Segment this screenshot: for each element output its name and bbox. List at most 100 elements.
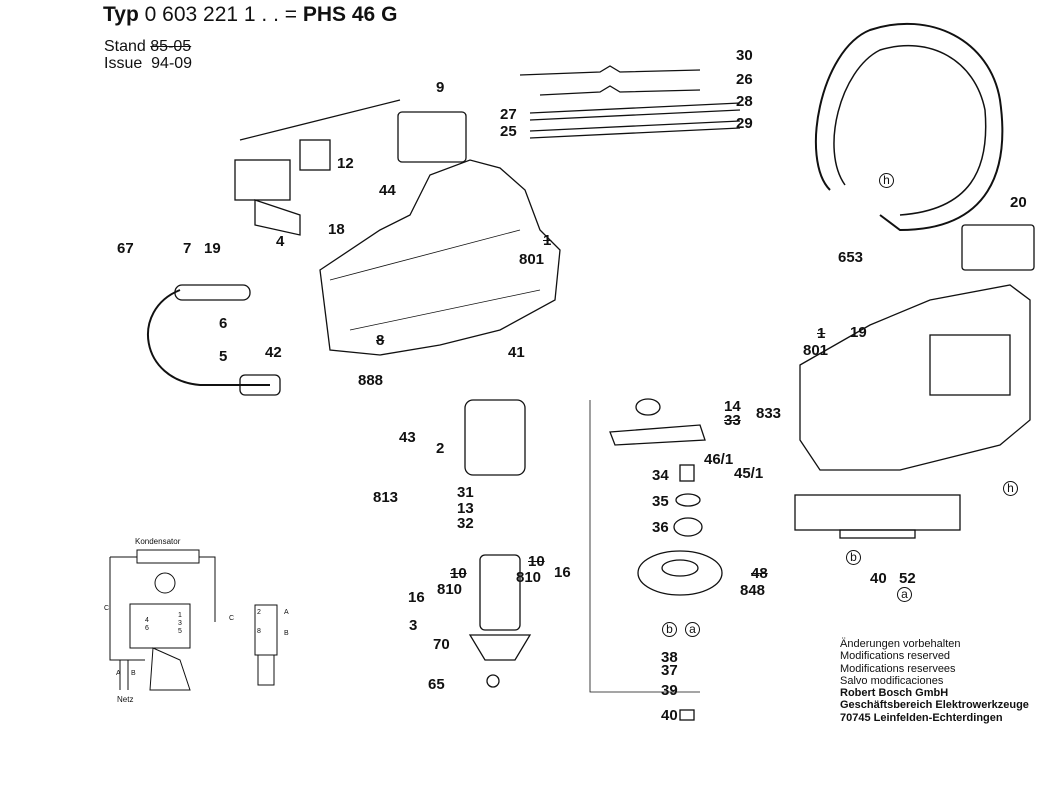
housing-left <box>319 159 561 356</box>
part-label: 46/1 <box>704 451 734 468</box>
part-label: 37 <box>661 662 678 679</box>
capacitor <box>299 139 331 171</box>
part-label: 39 <box>661 682 678 699</box>
terminal-4: 4 <box>145 617 149 624</box>
part-label: 45/1 <box>734 465 764 482</box>
note-line: Änderungen vorbehalten <box>840 638 961 650</box>
part-label: h <box>879 173 894 188</box>
terminal-2: 2 <box>257 609 261 616</box>
part-label: 38 <box>661 649 678 666</box>
terminal-3: 3 <box>178 620 182 627</box>
model-name: PHS 46 G <box>302 3 398 26</box>
part-label: 35 <box>652 493 669 510</box>
part-label: 41 <box>508 344 525 361</box>
part-label: 813 <box>373 489 399 506</box>
part-label: 14 <box>724 398 741 415</box>
part-label: 5 <box>219 348 228 365</box>
part-label: 28 <box>736 93 753 110</box>
part-label: 810 <box>516 569 542 586</box>
part-label: 13 <box>457 500 474 517</box>
part-label: 40 <box>661 707 678 724</box>
lead-b-switch: B <box>284 630 289 637</box>
part-label: 26 <box>736 71 753 88</box>
stand-value: 85-05 <box>150 38 192 55</box>
lead-a-switch: A <box>284 609 289 616</box>
part-label: 8 <box>376 332 385 349</box>
wiring-mains-label: Netz <box>117 695 134 704</box>
label-plate <box>397 111 467 163</box>
part-label: 2 <box>436 440 445 457</box>
issue-value: 94-09 <box>151 55 193 72</box>
part-label: 65 <box>428 676 445 693</box>
lead-a: A <box>116 670 121 677</box>
part-label: 16 <box>554 564 571 581</box>
part-label: 30 <box>736 47 753 64</box>
part-label: 848 <box>740 582 766 599</box>
part-label: 20 <box>1010 194 1027 211</box>
part-label: 27 <box>500 106 517 123</box>
part-label: 653 <box>838 249 864 266</box>
equals-sign: = <box>284 3 298 26</box>
terminal-5: 5 <box>178 628 182 635</box>
part-label: 43 <box>399 429 416 446</box>
part-label: 1 <box>817 325 826 342</box>
part-label: 810 <box>437 581 463 598</box>
typ-number: 0 603 221 1 . . <box>144 3 279 26</box>
part-label: b <box>662 622 677 637</box>
gear-housing-section <box>794 494 961 531</box>
field-stator <box>464 399 526 476</box>
part-label: 7 <box>183 240 192 257</box>
part-label: 44 <box>379 182 396 199</box>
part-label: 42 <box>265 344 282 361</box>
part-label: 4 <box>276 233 285 250</box>
terminal-6: 6 <box>145 625 149 632</box>
company-line: 70745 Leinfelden-Echterdingen <box>840 711 1003 724</box>
part-label: 25 <box>500 123 517 140</box>
part-label: 9 <box>436 79 445 96</box>
part-label: h <box>1003 481 1018 496</box>
part-label: 48 <box>751 565 768 582</box>
lead-c-switch: C <box>229 615 235 622</box>
part-label: 12 <box>337 155 354 172</box>
part-label: 19 <box>850 324 867 341</box>
stand-label: Stand <box>104 38 146 55</box>
lead-b: B <box>131 670 136 677</box>
wiring-diagram <box>109 549 278 691</box>
part-label: 801 <box>803 342 829 359</box>
part-label: 67 <box>117 240 134 257</box>
part-label: 70 <box>433 636 450 653</box>
terminal-1: 1 <box>178 612 182 619</box>
part-label: 31 <box>457 484 474 501</box>
part-label: 19 <box>204 240 221 257</box>
revision-info: Stand 85-05 Issue 94-09 <box>104 38 192 72</box>
part-label: b <box>846 550 861 565</box>
part-label: 3 <box>409 617 418 634</box>
terminal-8: 8 <box>257 628 261 635</box>
part-label: 29 <box>736 115 753 132</box>
part-label: 52 <box>899 570 916 587</box>
part-label: 34 <box>652 467 669 484</box>
part-label: 888 <box>358 372 384 389</box>
label-plate-20 <box>961 224 1035 271</box>
housing-right <box>799 284 1031 471</box>
part-label: 40 <box>870 570 887 587</box>
note-line: Modifications reserved <box>840 650 951 663</box>
part-label: 801 <box>519 251 545 268</box>
switch <box>234 159 291 201</box>
typ-label: Typ <box>103 3 139 26</box>
company-line: Geschäftsbereich Elektrowerkzeuge <box>840 699 1029 712</box>
part-label: 33 <box>724 412 741 429</box>
part-label: 833 <box>756 405 782 422</box>
part-label: 36 <box>652 519 669 536</box>
note-line: Salvo modificaciones <box>840 674 944 687</box>
part-label: 18 <box>328 221 345 238</box>
wiring-title: Kondensator <box>135 537 181 546</box>
part-label: 32 <box>457 515 474 532</box>
issue-label: Issue <box>104 55 143 72</box>
document-header: Typ 0 603 221 1 . . = PHS 46 G <box>103 3 397 27</box>
company-line: Robert Bosch GmbH <box>840 687 949 700</box>
lead-c: C <box>104 605 110 612</box>
gear <box>637 550 723 596</box>
part-label: 6 <box>219 315 228 332</box>
